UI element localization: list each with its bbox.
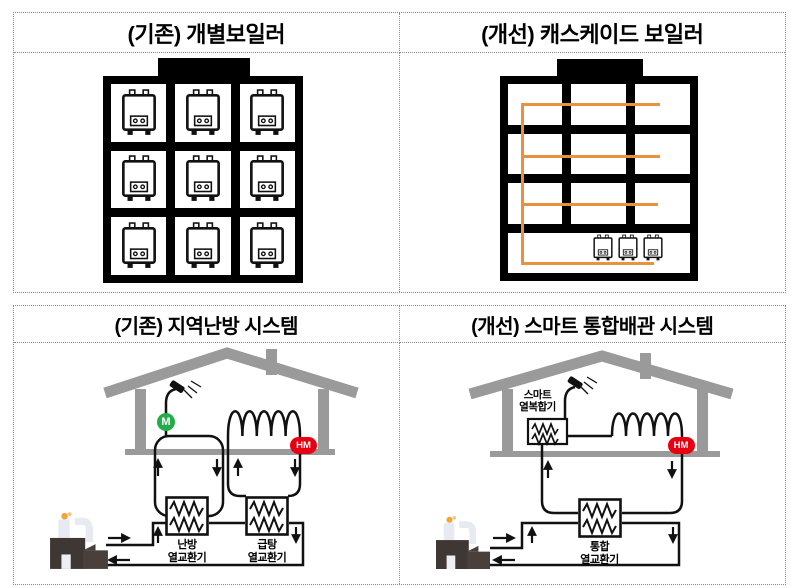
cascade-boiler-icon xyxy=(592,234,613,262)
house xyxy=(103,347,359,455)
cascade-pipe-main xyxy=(520,262,654,265)
district-heating-cell: M HM 난방 열교환기 급탕 열교환기 xyxy=(14,343,400,584)
supply-pipe xyxy=(106,521,166,547)
apartment-unit xyxy=(239,217,295,275)
apartment-unit xyxy=(175,217,231,275)
hx-hot-water-label: 급탕 열교환기 xyxy=(236,539,298,564)
loop-left xyxy=(540,444,578,515)
title-existing-individual-boiler: (기존) 개별보일러 xyxy=(14,13,400,53)
apartment-unit xyxy=(239,84,295,142)
panel-piping: (기존) 지역난방 시스템 (개선) 스마트 통합배관 시스템 xyxy=(13,305,786,585)
apartment-unit xyxy=(175,84,231,142)
house xyxy=(467,350,734,457)
shower-pipe xyxy=(563,385,575,419)
heat-meter-badge: HM xyxy=(667,437,695,454)
title-existing-district-heating: (기존) 지역난방 시스템 xyxy=(14,306,400,343)
apartment-unit xyxy=(175,150,231,209)
flow-arrows xyxy=(107,458,301,565)
shower-icon xyxy=(567,376,597,395)
hot-water-heat-exchanger xyxy=(245,496,289,536)
smart-piping-diagram xyxy=(467,350,734,567)
shower-icon xyxy=(169,380,202,399)
building-penthouse xyxy=(158,58,250,76)
hx-integrated-label: 통합 열교환기 xyxy=(569,541,631,566)
heat-plant-icon xyxy=(48,511,110,569)
cascade-pipe-branch xyxy=(520,103,660,106)
hot-water-loop-right xyxy=(287,436,302,498)
hx-integrated-label-line1: 통합 xyxy=(589,541,610,553)
apartment-unit xyxy=(571,133,626,174)
cascade-boiler-icon xyxy=(642,234,663,262)
smart-unit-label-line1: 스마트 xyxy=(523,389,552,401)
boiler-icon xyxy=(250,155,285,203)
building-individual xyxy=(103,76,303,283)
hx-heating-label-line2: 열교환기 xyxy=(167,551,207,564)
pipes xyxy=(106,387,305,567)
loop-right xyxy=(621,436,683,515)
cascade-pipe-branch xyxy=(520,155,660,158)
apartment-unit xyxy=(111,150,167,209)
radiator-coil xyxy=(226,410,302,437)
radiator-coil xyxy=(610,412,683,437)
return-pipe xyxy=(489,521,680,567)
apartment-unit xyxy=(634,133,690,174)
smart-piping-cell: 스마트 열복합기 HM 통합 열교환기 xyxy=(400,343,786,584)
hx-heating-label: 난방 열교환기 xyxy=(156,539,218,564)
title-improved-smart-piping: (개선) 스마트 통합배관 시스템 xyxy=(399,306,785,343)
hx-integrated-label-line2: 열교환기 xyxy=(580,553,619,566)
flow-arrows xyxy=(491,460,678,565)
integrated-heat-exchanger xyxy=(577,498,622,538)
boiler-icon xyxy=(186,88,220,137)
heating-heat-exchanger xyxy=(165,496,209,536)
cascade-boiler-icon xyxy=(617,234,638,262)
hx-heating-label-line1: 난방 xyxy=(177,539,197,551)
meter-badge: M xyxy=(157,413,175,431)
smart-unit-box xyxy=(526,417,568,447)
heat-plant-icon xyxy=(434,515,492,569)
boiler-icon xyxy=(121,222,156,270)
apartment-unit xyxy=(111,84,167,142)
return-pipe xyxy=(106,521,305,567)
building-penthouse xyxy=(556,59,643,76)
apartment-unit xyxy=(239,150,295,209)
hx-hot-water-label-line1: 급탕 xyxy=(257,539,277,551)
hot-water-loop-left xyxy=(226,436,246,498)
smart-unit-label: 스마트 열복합기 xyxy=(507,389,569,413)
hx-hot-water-label-line2: 열교환기 xyxy=(247,551,287,564)
pipes xyxy=(489,385,683,567)
title-improved-cascade-boiler: (개선) 캐스케이드 보일러 xyxy=(399,13,785,53)
boiler-icon xyxy=(186,222,220,270)
boiler-icon xyxy=(121,88,156,137)
smart-unit-label-line2: 열복합기 xyxy=(519,401,556,413)
apartment-unit xyxy=(507,133,563,174)
boiler-icon xyxy=(186,155,220,203)
boiler-icon xyxy=(250,222,285,270)
panel-boilers: (기존) 개별보일러 (개선) 캐스케이드 보일러 xyxy=(13,12,786,293)
heat-meter-badge: HM xyxy=(290,437,317,454)
cascade-pipe-riser xyxy=(520,104,524,264)
boiler-icon xyxy=(250,88,285,137)
supply-pipe xyxy=(489,521,578,550)
district-heating-diagram xyxy=(103,347,359,567)
individual-boiler-cell xyxy=(14,53,400,292)
boiler-icon xyxy=(121,155,156,203)
cascade-pipe-branch xyxy=(520,203,658,206)
building-cascade xyxy=(499,76,698,281)
cascade-boiler-cell xyxy=(400,53,786,292)
apartment-unit xyxy=(111,217,167,275)
shower-pipe xyxy=(164,387,177,436)
